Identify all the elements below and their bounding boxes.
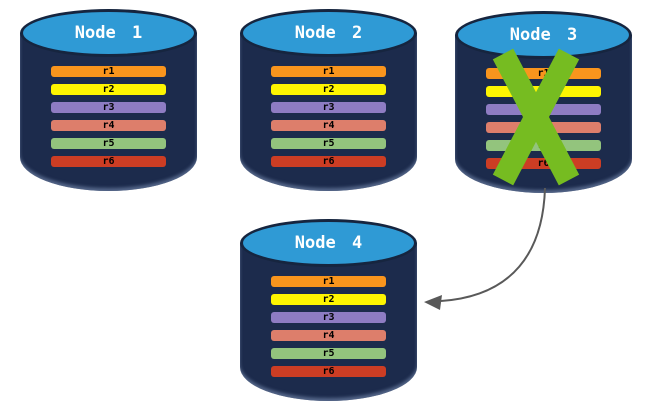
cylinder-top: Node 1 — [20, 9, 197, 57]
record-label: r1 — [537, 68, 550, 79]
node-label: Node 1 — [74, 23, 143, 43]
record-r6: r6 — [271, 366, 386, 377]
record-r1: r1 — [271, 276, 386, 287]
node-4: Node 4 r1 r2 r3 r4 r5 r6 — [240, 219, 417, 401]
record-r3: r3 — [271, 312, 386, 323]
arrow-curve — [440, 187, 546, 302]
node-label: Node 2 — [294, 23, 363, 43]
record-r1: r1 — [486, 68, 601, 79]
record-r4: r4 — [271, 120, 386, 131]
record-r5: r5 — [51, 138, 166, 149]
failure-x-icon — [492, 48, 580, 186]
record-list: r1 r2 r3 r4 r5 r6 — [51, 66, 166, 167]
record-r4: r4 — [271, 330, 386, 341]
record-r5: r5 — [271, 138, 386, 149]
record-r1: r1 — [271, 66, 386, 77]
record-label: r2 — [102, 84, 115, 95]
record-r1: r1 — [51, 66, 166, 77]
record-label: r6 — [322, 366, 335, 377]
arrow-head — [424, 295, 442, 310]
record-list: r1 r2 r3 r4 r5 r6 — [271, 66, 386, 167]
record-label: r6 — [102, 156, 115, 167]
record-r6: r6 — [51, 156, 166, 167]
record-r5: r5 — [271, 348, 386, 359]
record-label: r2 — [322, 294, 335, 305]
cylinder-top: Node 2 — [240, 9, 417, 57]
record-label: r5 — [322, 348, 335, 359]
record-r6: r6 — [271, 156, 386, 167]
record-label: r5 — [322, 138, 335, 149]
record-r6: r6 — [486, 158, 601, 169]
record-r2: r2 — [51, 84, 166, 95]
cylinder-top: Node 3 — [455, 11, 632, 59]
record-label: r3 — [322, 102, 335, 113]
record-label: r4 — [322, 330, 335, 341]
node-2: Node 2 r1 r2 r3 r4 r5 r6 — [240, 9, 417, 191]
record-label: r1 — [102, 66, 115, 77]
record-label: r1 — [322, 276, 335, 287]
record-label: r5 — [102, 138, 115, 149]
record-list: r1 r2 r3 r4 r5 r6 — [271, 276, 386, 377]
node-label: Node 3 — [509, 25, 578, 45]
node-label: Node 4 — [294, 233, 363, 253]
record-r4: r4 — [51, 120, 166, 131]
record-label: r2 — [322, 84, 335, 95]
record-label: r3 — [102, 102, 115, 113]
record-label: r4 — [322, 120, 335, 131]
record-r2: r2 — [271, 294, 386, 305]
record-label: r3 — [322, 312, 335, 323]
record-label: r6 — [537, 158, 550, 169]
record-r3: r3 — [271, 102, 386, 113]
record-r3: r3 — [51, 102, 166, 113]
node-1: Node 1 r1 r2 r3 r4 r5 r6 — [20, 9, 197, 191]
record-label: r6 — [322, 156, 335, 167]
node-3: Node 3 r1 r2 r3 r4 r5 r6 — [455, 11, 632, 193]
cylinder-top: Node 4 — [240, 219, 417, 267]
record-r2: r2 — [271, 84, 386, 95]
record-label: r4 — [102, 120, 115, 131]
record-label: r1 — [322, 66, 335, 77]
